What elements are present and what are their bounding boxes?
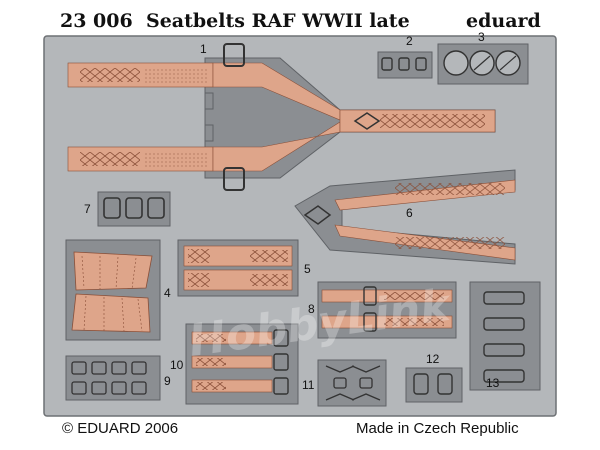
part-10-straps xyxy=(185,323,299,405)
part-number-7: 7 xyxy=(84,202,91,216)
brand-logo: eduard xyxy=(466,10,541,32)
part-number-2: 2 xyxy=(406,34,413,48)
part-8-straps xyxy=(317,281,457,339)
part-number-5: 5 xyxy=(304,262,311,276)
part-number-4: 4 xyxy=(164,286,171,300)
part-number-12: 12 xyxy=(426,352,440,366)
part-7-buckles xyxy=(97,191,171,227)
copyright-notice: © EDUARD 2006 xyxy=(62,420,179,437)
part-number-6: 6 xyxy=(406,206,413,220)
part-3-release-discs xyxy=(437,43,529,85)
part-4-pads xyxy=(65,239,161,341)
product-title: Seatbelts RAF WWII late xyxy=(146,10,410,32)
part-number-9: 9 xyxy=(164,374,171,388)
origin-notice: Made in Czech Republic xyxy=(356,420,519,437)
part-1-harness xyxy=(67,43,496,191)
part-6-v-harness xyxy=(294,169,516,265)
part-number-10: 10 xyxy=(170,358,184,372)
part-5-lap-straps xyxy=(177,239,299,297)
part-2-clips xyxy=(377,51,433,79)
part-number-8: 8 xyxy=(308,302,315,316)
part-12-rings xyxy=(405,367,463,403)
part-9-buckles xyxy=(65,355,161,401)
part-code: 23 006 xyxy=(60,10,133,32)
part-number-1: 1 xyxy=(200,42,207,56)
part-number-3: 3 xyxy=(478,30,485,44)
part-number-11: 11 xyxy=(302,378,315,392)
part-number-13: 13 xyxy=(486,376,500,390)
part-11-clasps xyxy=(317,359,387,407)
part-13-fittings xyxy=(469,281,541,391)
